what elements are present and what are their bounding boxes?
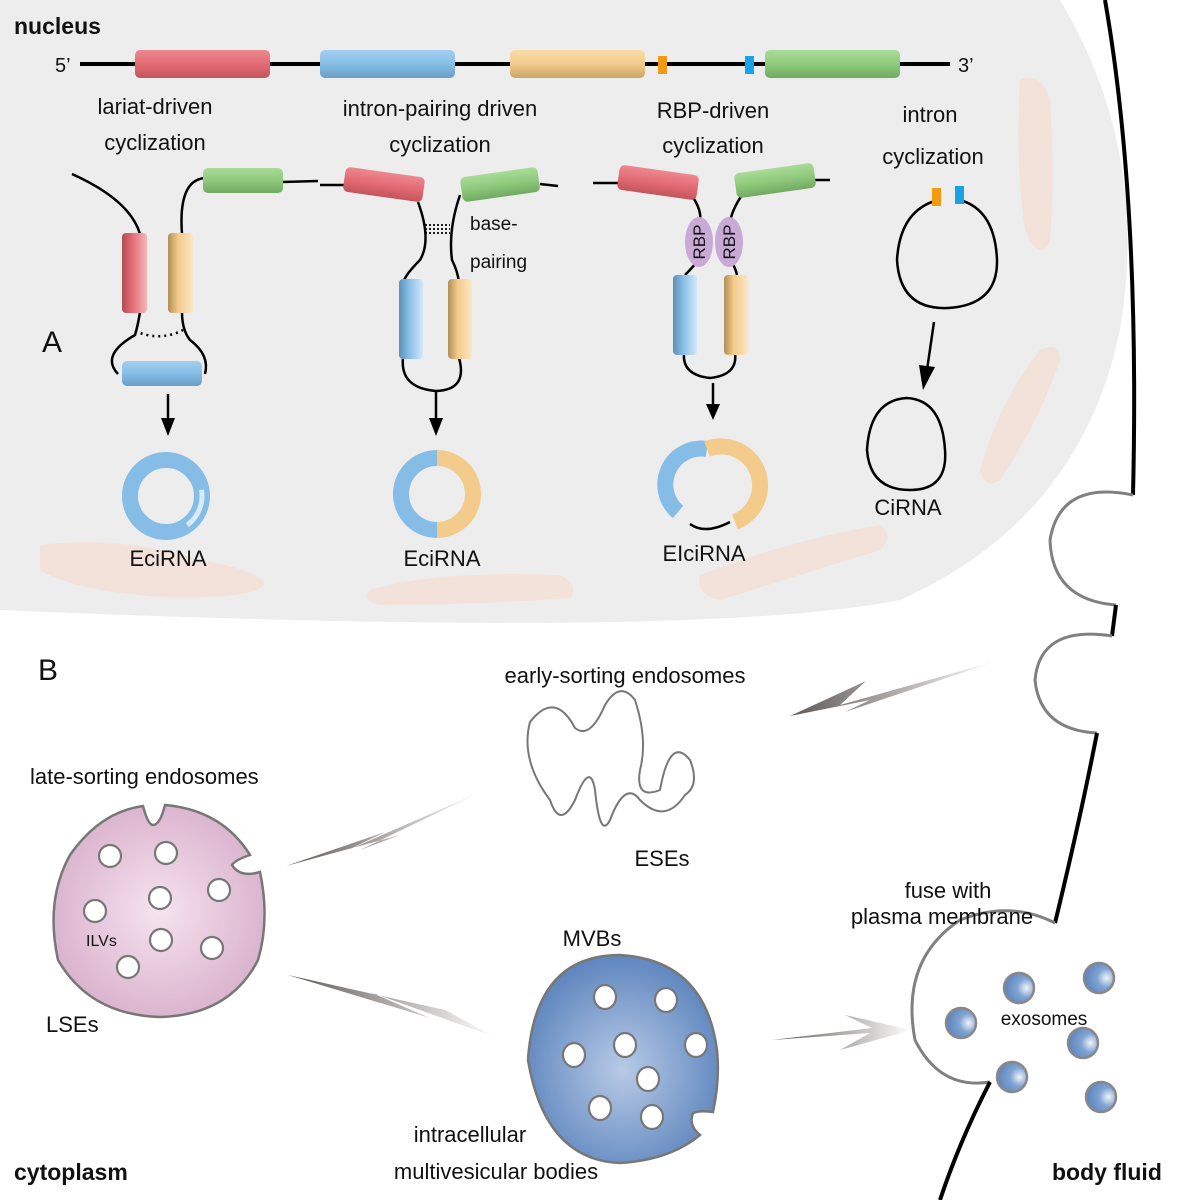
arrow-mvb-to-membrane bbox=[772, 1015, 912, 1050]
rbp-label-1: RBP bbox=[690, 225, 709, 260]
panel-a-label: A bbox=[42, 326, 62, 359]
rbp-exon-red bbox=[617, 165, 699, 200]
arrow-ese-to-lse bbox=[286, 790, 485, 866]
rbp-exon-blue bbox=[673, 275, 697, 355]
ese-title: early-sorting endosomes bbox=[505, 663, 746, 688]
product-2-label: EciRNA bbox=[403, 546, 480, 571]
rbp-exon-green bbox=[734, 163, 816, 198]
intron-marker-orange-circle bbox=[932, 188, 941, 206]
mechanism-2-subtitle: cyclization bbox=[389, 132, 490, 157]
cytoplasm-label: cytoplasm bbox=[14, 1159, 128, 1185]
base-pairing-label-2: pairing bbox=[470, 252, 527, 273]
exon-yellow bbox=[510, 50, 645, 78]
lariat-exon-yellow bbox=[168, 233, 193, 313]
fuse-label-2: plasma membrane bbox=[851, 904, 1033, 929]
early-sorting-endosome bbox=[526, 690, 695, 827]
rbp-label-2: RBP bbox=[720, 225, 739, 260]
exon-red bbox=[135, 50, 270, 78]
rbp-protein-2 bbox=[715, 217, 743, 267]
intron-pairing-mechanism bbox=[320, 182, 559, 420]
mechanism-4-subtitle: cyclization bbox=[882, 144, 983, 169]
lariat-exon-green bbox=[203, 168, 283, 193]
pairing-exon-yellow bbox=[448, 279, 472, 359]
exon-green bbox=[765, 50, 900, 78]
mechanism-2-title: intron-pairing driven bbox=[343, 96, 537, 121]
eicirna-ring bbox=[657, 438, 769, 530]
nucleus-label: nucleus bbox=[14, 13, 101, 39]
lse-abbr: LSEs bbox=[46, 1012, 99, 1037]
ilv-vesicles bbox=[82, 840, 232, 980]
mvb-description-2: multivesicular bodies bbox=[394, 1159, 598, 1184]
mechanism-1-title: lariat-driven bbox=[98, 94, 213, 119]
ilv-label: ILVs bbox=[86, 933, 117, 950]
ecirna-ring-1 bbox=[122, 452, 210, 540]
base-pairing-label-1: base- bbox=[470, 214, 518, 235]
lariat-exon-red bbox=[122, 233, 147, 313]
ecirna-ring-2 bbox=[393, 450, 481, 538]
body-fluid-label: body fluid bbox=[1052, 1159, 1162, 1185]
fuse-label-1: fuse with bbox=[905, 878, 992, 903]
panel-b-label: B bbox=[38, 654, 58, 687]
mechanism-4-title: intron bbox=[902, 102, 957, 127]
multivesicular-body bbox=[526, 953, 720, 1165]
mechanism-3-subtitle: cyclization bbox=[662, 133, 763, 158]
exon-blue bbox=[320, 50, 455, 78]
mvb-vesicles bbox=[561, 983, 709, 1131]
pairing-exon-red bbox=[343, 167, 425, 202]
nucleus-region bbox=[0, 0, 1128, 623]
three-prime-label: 3’ bbox=[958, 55, 974, 77]
rbp-protein-1 bbox=[685, 217, 713, 267]
mvb-description-1: intracellular bbox=[414, 1122, 527, 1147]
pairing-arrowhead bbox=[429, 418, 443, 436]
intron-marker-blue bbox=[745, 56, 754, 74]
rbp-arrowhead bbox=[706, 404, 720, 420]
plasma-membrane bbox=[910, 0, 1137, 1200]
mechanism-1-subtitle: cyclization bbox=[104, 130, 205, 155]
arrow-lse-to-mvb bbox=[288, 975, 495, 1037]
intron-arrowhead bbox=[919, 365, 935, 390]
endoplasmic-reticulum bbox=[40, 77, 1060, 605]
lariat-exon-blue bbox=[122, 361, 202, 386]
exosomes-label: exosomes bbox=[1001, 1009, 1088, 1030]
product-1-label: EciRNA bbox=[129, 546, 206, 571]
five-prime-label: 5’ bbox=[55, 55, 71, 77]
intron-marker-orange bbox=[658, 56, 667, 74]
rbp-exon-yellow bbox=[724, 275, 748, 355]
lse-title: late-sorting endosomes bbox=[30, 764, 259, 789]
lariat-driven-mechanism bbox=[71, 172, 319, 420]
arrow-membrane-to-ese bbox=[790, 660, 1000, 716]
pairing-exon-green bbox=[460, 167, 540, 202]
mechanism-3-title: RBP-driven bbox=[657, 98, 769, 123]
product-4-label: CiRNA bbox=[874, 495, 942, 520]
lariat-arrowhead bbox=[161, 418, 175, 436]
pairing-exon-blue bbox=[399, 279, 423, 359]
rbp-proteins: RBP RBP bbox=[685, 217, 743, 267]
ese-abbr: ESEs bbox=[634, 846, 689, 871]
product-3-label: EIciRNA bbox=[662, 541, 745, 566]
intron-cyclization-mechanism bbox=[865, 198, 999, 492]
mvb-abbr: MVBs bbox=[563, 926, 622, 951]
intron-marker-blue-circle bbox=[955, 186, 964, 204]
pre-mrna bbox=[80, 50, 950, 78]
exosome-vesicles bbox=[944, 961, 1118, 1114]
